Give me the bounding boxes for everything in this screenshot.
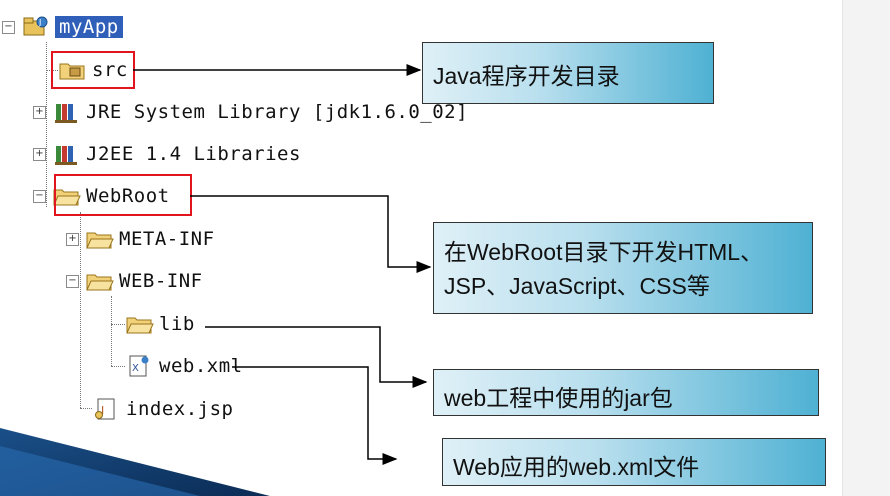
folder-icon	[52, 184, 82, 208]
tree-item-label: JRE System Library [jdk1.6.0_02]	[86, 101, 469, 123]
right-panel-edge	[842, 0, 890, 496]
tree-connector	[111, 366, 125, 367]
expand-toggle[interactable]: +	[33, 105, 46, 119]
tree-item-myapp[interactable]: − J myApp	[2, 12, 123, 42]
expand-toggle[interactable]: +	[66, 232, 79, 246]
collapse-toggle[interactable]: −	[2, 20, 15, 34]
callout-webxml: Web应用的web.xml文件	[442, 438, 826, 486]
svg-text:J: J	[38, 18, 41, 27]
tree-item-label: lib	[159, 313, 195, 335]
slide-corner-decoration	[0, 428, 270, 496]
tree-connector	[111, 296, 112, 366]
xml-file-icon: X	[125, 354, 155, 378]
library-icon	[52, 100, 82, 124]
callout-text: web工程中使用的jar包	[444, 385, 673, 411]
tree-connector	[111, 324, 125, 325]
tree-connector	[80, 212, 81, 408]
tree-item-label: web.xml	[159, 355, 243, 377]
arrow-webxml	[232, 366, 398, 465]
callout-webroot: 在WebRoot目录下开发HTML、 JSP、JavaScript、CSS等	[433, 222, 813, 314]
collapse-toggle[interactable]: −	[33, 189, 46, 203]
svg-text:J: J	[100, 404, 104, 417]
tree-connector	[46, 42, 47, 207]
tree-item-webroot[interactable]: − WebRoot	[33, 181, 170, 211]
tree-item-src[interactable]: src	[58, 55, 128, 85]
tree-connector	[80, 408, 92, 409]
tree-item-label: WebRoot	[86, 185, 170, 207]
callout-text: Java程序开发目录	[433, 63, 620, 89]
expand-toggle[interactable]: +	[33, 147, 46, 161]
tree-item-meta-inf[interactable]: + META-INF	[66, 224, 215, 254]
tree-item-j2ee-libraries[interactable]: + J2EE 1.4 Libraries	[33, 139, 301, 169]
callout-lib: web工程中使用的jar包	[433, 369, 819, 416]
tree-item-label: WEB-INF	[119, 270, 203, 292]
jsp-file-icon: J	[92, 397, 122, 421]
callout-text: Web应用的web.xml文件	[453, 454, 700, 480]
tree-item-label: index.jsp	[126, 398, 234, 420]
callout-text-line1: 在WebRoot目录下开发HTML、	[444, 239, 764, 265]
tree-item-label: myApp	[55, 16, 123, 38]
tree-item-label: META-INF	[119, 228, 215, 250]
callout-arrows	[133, 64, 432, 465]
callout-src: Java程序开发目录	[422, 42, 714, 104]
project-tree: − J myApp src + JRE System Library [jdk1…	[2, 12, 468, 424]
tree-item-web-xml[interactable]: X web.xml	[125, 351, 243, 381]
java-project-icon: J	[21, 15, 51, 39]
arrow-webroot	[190, 195, 432, 273]
tree-item-lib[interactable]: lib	[125, 309, 195, 339]
collapse-toggle[interactable]: −	[66, 274, 79, 288]
package-folder-icon	[58, 58, 88, 82]
tree-item-jre-library[interactable]: + JRE System Library [jdk1.6.0_02]	[33, 97, 468, 127]
arrow-lib	[205, 326, 428, 388]
folder-icon	[125, 312, 155, 336]
svg-text:X: X	[132, 363, 139, 374]
tree-item-label: J2EE 1.4 Libraries	[86, 143, 301, 165]
tree-item-label: src	[92, 59, 128, 81]
library-icon	[52, 142, 82, 166]
highlight-box-webroot	[54, 174, 192, 216]
folder-icon	[85, 227, 115, 251]
tree-item-index-jsp[interactable]: J index.jsp	[92, 394, 233, 424]
callout-text-line2: JSP、JavaScript、CSS等	[444, 273, 710, 299]
tree-item-web-inf[interactable]: − WEB-INF	[66, 266, 203, 296]
folder-icon	[85, 269, 115, 293]
